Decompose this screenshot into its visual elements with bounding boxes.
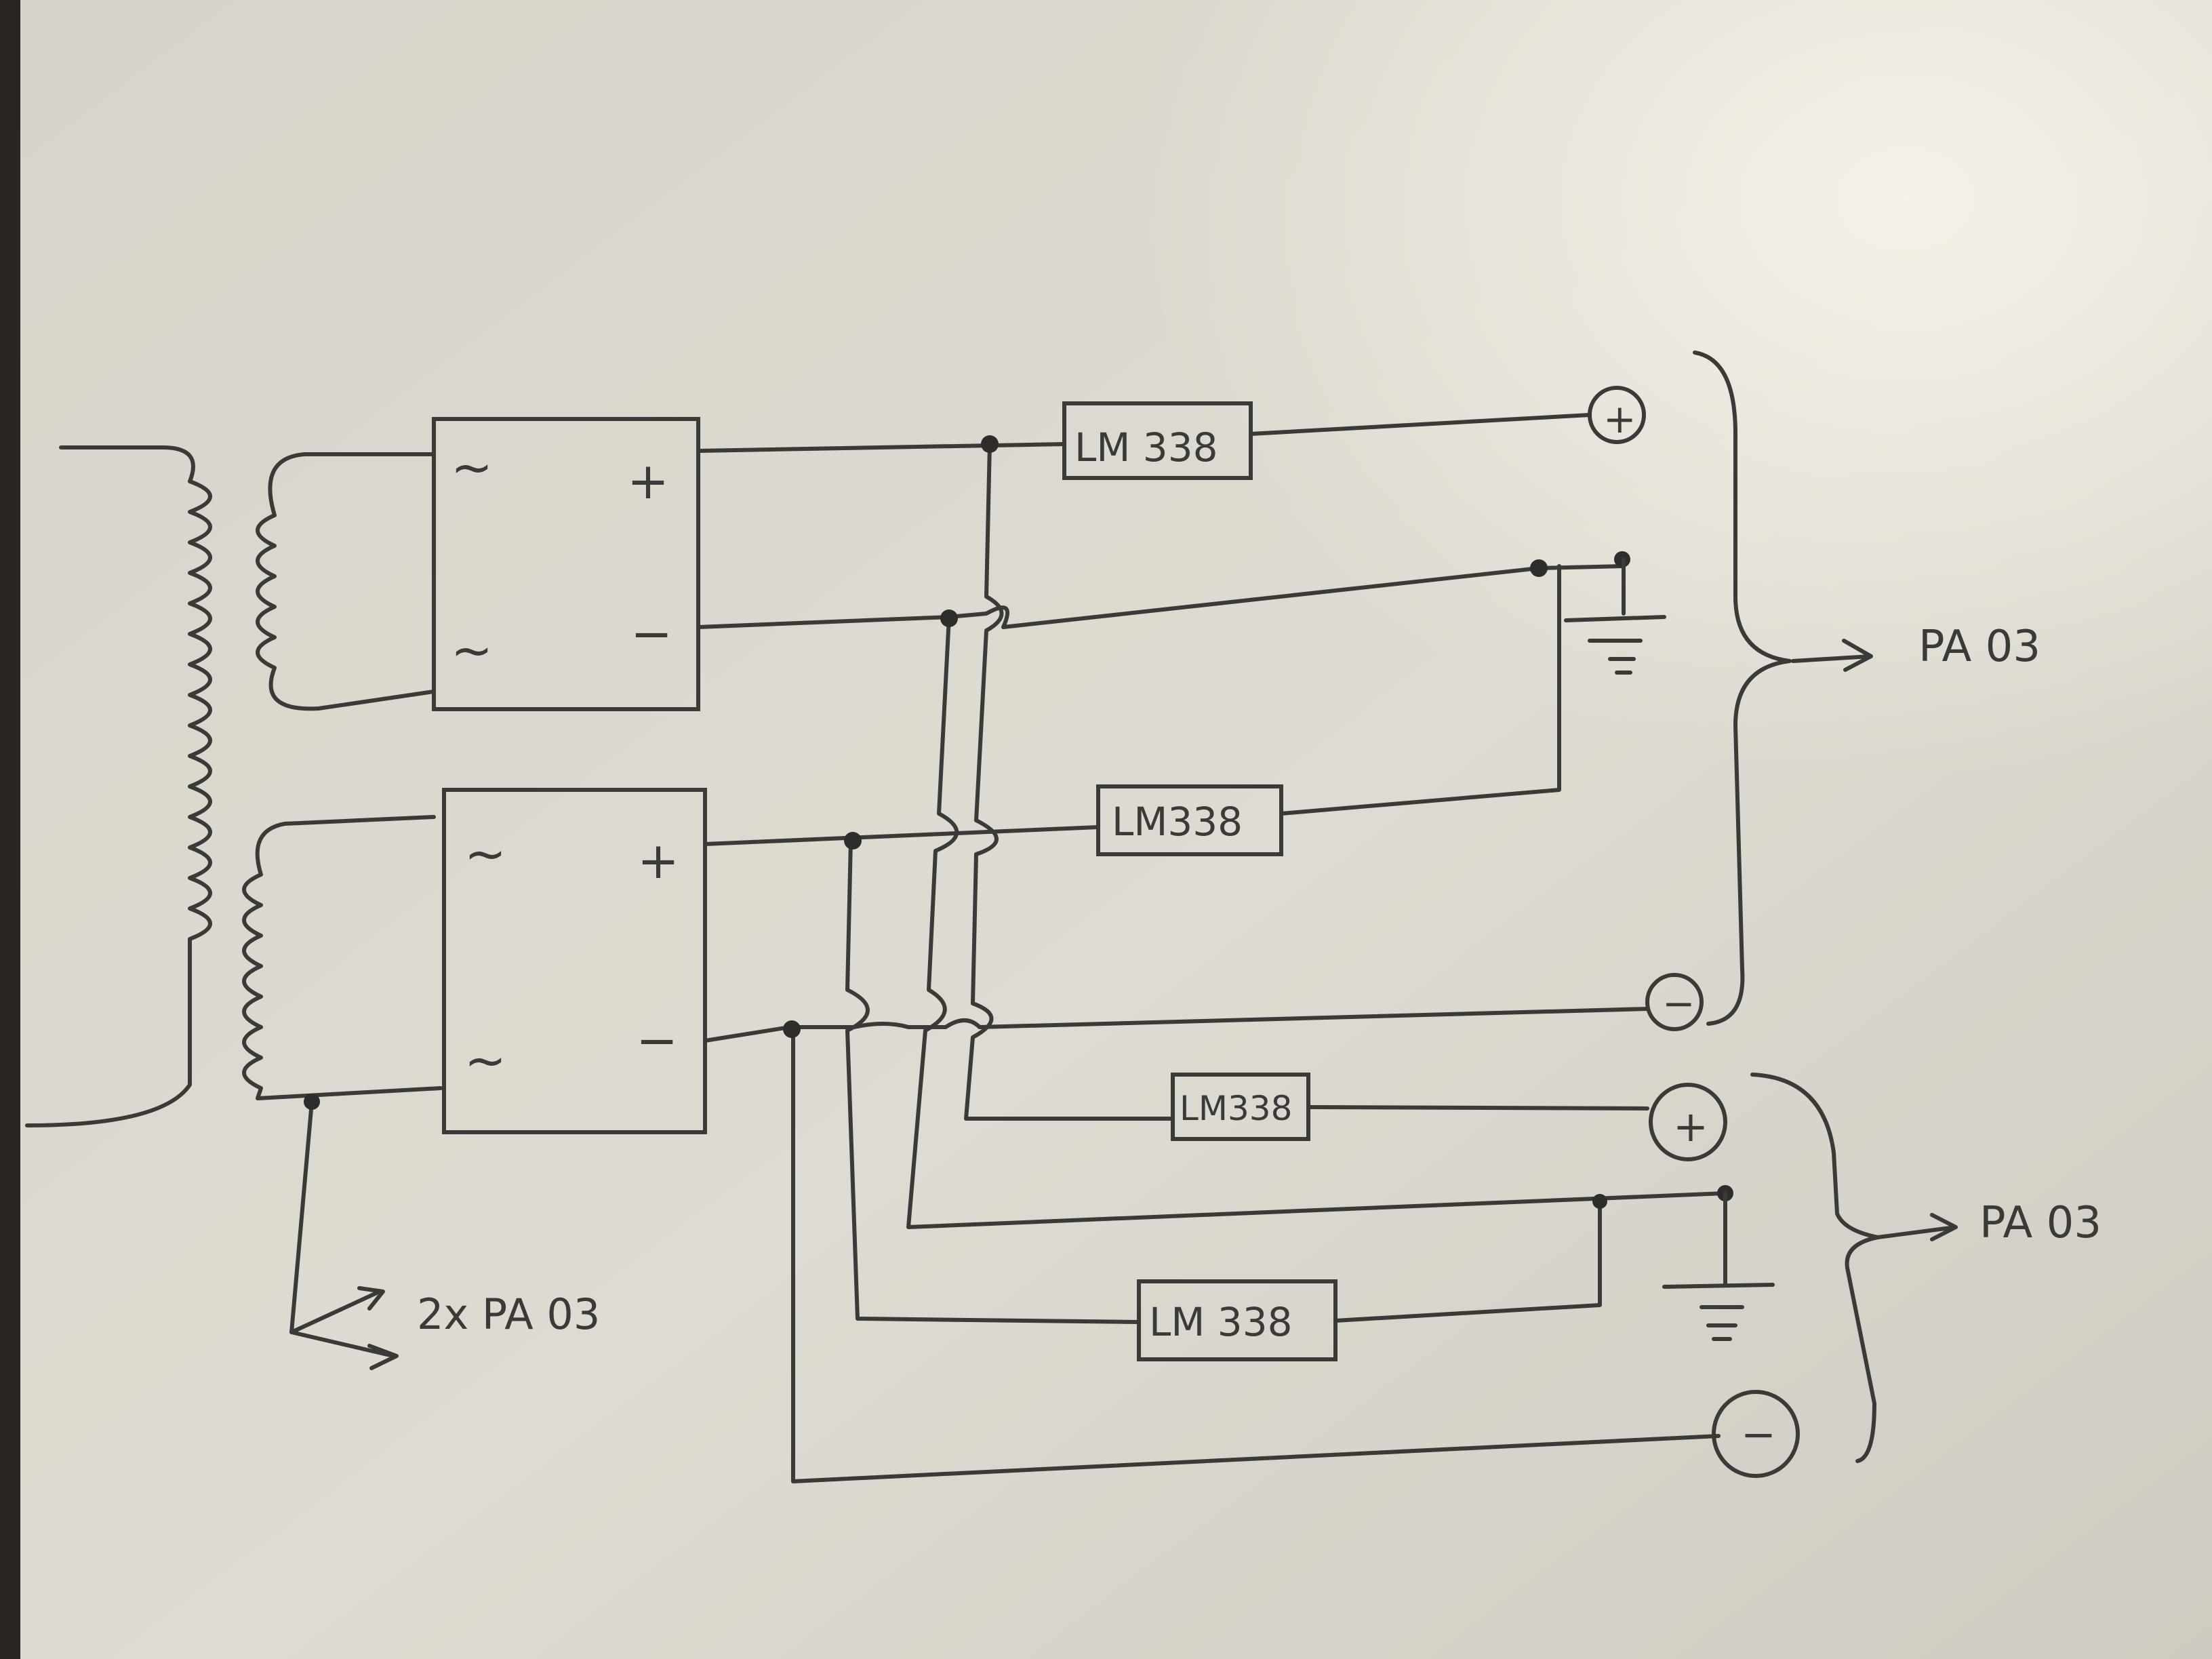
wire-r2-minus-down [791,1025,1721,1483]
regulator-4-label: LM 338 [1149,1299,1293,1345]
terminal-upper-plus: + [1588,386,1646,444]
rectifier-1-minus: − [630,605,672,663]
regulator-1-label: LM 338 [1074,424,1218,471]
wire-trunk-b [906,615,1727,1229]
wire-center-tap-arrow2 [289,1330,395,1358]
wire-r1-plus [696,442,1066,453]
junction-2 [940,609,958,627]
output-label-lower: PA 03 [1979,1198,2102,1248]
brace-icon [1750,1073,1958,1463]
primary-winding [25,445,212,1127]
regulator-2-box [1096,784,1283,856]
wire-r2-minus [703,1007,1649,1043]
junction-6 [783,1020,801,1038]
junction-8 [1592,1194,1607,1209]
secondary-winding-1 [256,452,436,711]
wire-trunk-c [845,839,1141,1324]
svg-text:+: + [1673,1102,1708,1151]
ground-icon [1564,557,1666,675]
rectifier-2-minus: − [636,1012,678,1070]
ground-icon [1662,1191,1775,1341]
rectifier-2-ac2: ~ [464,1032,506,1090]
rectifier-2-plus: + [637,832,679,890]
rectifier-1-ac1: ~ [451,439,493,497]
wire-r2-plus [703,825,1100,846]
arrow-icon [1876,1213,1958,1241]
junction-5 [844,832,862,850]
wire-r1-minus [696,564,1626,629]
svg-text:+: + [1603,396,1636,442]
wire-lm2-out [1279,564,1561,816]
svg-text:−: − [1741,1410,1776,1459]
junction-1 [981,435,999,453]
junction-3 [1530,559,1548,577]
secondary-winding-2 [242,815,443,1100]
output-label-center-tap: 2x PA 03 [417,1290,600,1339]
wire-trunk-a [964,442,1175,1121]
wire-arrow-heads [357,1286,399,1370]
terminal-upper-minus: − [1645,973,1704,1031]
paper-glare [20,0,2212,1659]
regulator-2-label: LM338 [1112,799,1243,845]
wire-lm4-out [1333,1198,1602,1323]
output-label-upper: PA 03 [1918,622,2040,672]
rectifier-1: ~ ~ + − [432,417,700,711]
rectifier-1-ac2: ~ [451,622,493,680]
regulator-1: LM 338 [1062,401,1253,480]
rectifier-2-ac1: ~ [464,825,506,883]
regulator-3-label: LM338 [1180,1089,1292,1128]
wire-lm1-out [1249,413,1592,436]
rectifier-1-plus: + [627,452,669,511]
wiring [289,413,1727,1483]
terminal-lower-plus: + [1649,1083,1727,1161]
wire-lm3-out [1306,1105,1649,1111]
junctions [304,435,1733,1209]
brace-icon [1693,351,1873,1026]
terminal-lower-minus: − [1712,1390,1800,1478]
svg-text:−: − [1662,980,1695,1026]
rectifier-2-box [442,788,707,1134]
rectifier-1-box [432,417,700,711]
transformer-icon [25,445,443,1127]
rectifier-2: ~ ~ + − [442,788,707,1134]
arrow-icon [1791,639,1873,672]
regulator-1-box [1062,401,1253,480]
regulator-2: LM338 [1096,784,1283,856]
junction-7 [304,1094,320,1110]
